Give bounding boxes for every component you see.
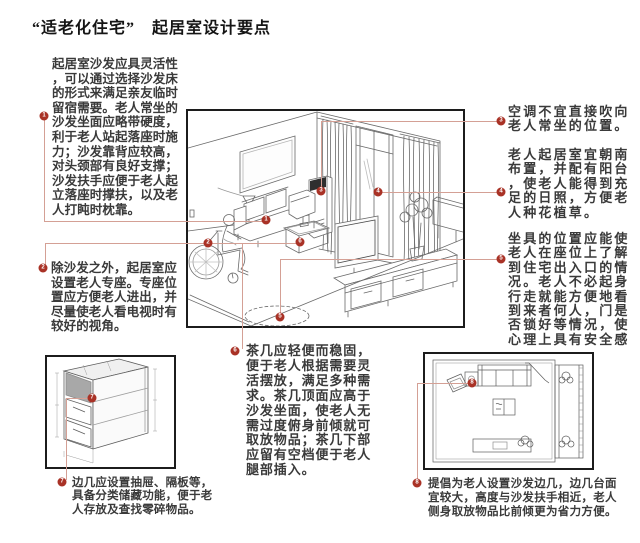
marker-dot-2-text: 2 xyxy=(38,263,48,273)
connector-line-3 xyxy=(321,121,501,122)
note-south-facing: 老人起居室宜朝南 布置，并配有阳台 ，使老人能得到充 足的日照，方便老 人种花植… xyxy=(508,147,630,220)
side-table-illustration xyxy=(55,358,157,464)
marker-dot-1-text: 1 xyxy=(39,111,49,121)
connector-line-1 xyxy=(44,221,266,222)
note-tea-table: 茶几应轻便而稳固， 便于老人根据需要灵 活摆放，满足多种需 求。茶几顶面应高于 … xyxy=(246,343,372,478)
connector-line-7 xyxy=(66,398,92,399)
connector-line-5 xyxy=(280,259,501,260)
marker-dot-6-teatable: 6 xyxy=(295,237,305,247)
sofa xyxy=(233,186,316,248)
floor-edges xyxy=(188,238,463,326)
connector-line-3 xyxy=(321,121,322,191)
plan-plants xyxy=(517,371,575,448)
marker-dot-3-ac: 3 xyxy=(316,186,326,196)
connector-line-5 xyxy=(280,259,281,317)
tv xyxy=(334,215,379,278)
note-sofa-flexibility: 起居室沙发应具灵活性 ，可以通过选择沙发床 的形式来满足亲友临时 留宿需要。老人… xyxy=(52,57,179,217)
plan-coffee-table xyxy=(492,398,516,416)
wall-switch xyxy=(189,209,195,218)
balcony-door xyxy=(355,125,394,258)
floorplan-illustration xyxy=(432,359,584,463)
connector-line-2 xyxy=(45,243,300,244)
marker-dot-2-wheelchair: 2 xyxy=(203,238,213,248)
marker-dot-8-plantable: 8 xyxy=(467,378,477,388)
note-sofa-side-table: 提倡为老人设置沙发边几，边几台面 宜较大，高度与沙发扶手相近，老人 侧身取放物品… xyxy=(428,478,617,518)
marker-dot-7-text: 7 xyxy=(57,477,67,487)
marker-dot-8-text: 8 xyxy=(412,478,422,488)
potted-plant xyxy=(399,191,433,262)
plan-sofa xyxy=(477,364,532,387)
side-table-drawing-frame xyxy=(45,355,176,469)
room-drawing-frame xyxy=(186,109,465,328)
connector-line-6 xyxy=(242,243,243,349)
connector-line-2 xyxy=(45,243,46,268)
whiteboard xyxy=(239,135,296,194)
connector-line-8 xyxy=(417,383,472,384)
plan-door xyxy=(525,362,550,384)
connector-line-8 xyxy=(417,383,418,481)
connector-line-7 xyxy=(66,398,67,480)
curtain-right xyxy=(399,133,441,270)
marker-dot-6-text: 6 xyxy=(230,346,240,356)
marker-dot-5-seatspot: 5 xyxy=(275,312,285,322)
plan-walls xyxy=(432,359,556,463)
floorplan-drawing-frame xyxy=(423,352,594,470)
note-dedicated-seat: 除沙发之外，起居室应 设置老人专座。专座位 置应方便老人进出，并 尽量使老人看电… xyxy=(51,261,178,334)
plan-armchair xyxy=(446,373,468,393)
marker-dot-4-balcony: 4 xyxy=(373,187,383,197)
side-counter xyxy=(432,196,463,243)
cabinet-body xyxy=(62,358,149,450)
seat-position-dashed-circle xyxy=(244,305,310,326)
marker-dot-4-text: 4 xyxy=(496,187,506,197)
plan-tv-cabinet xyxy=(472,438,532,453)
note-air-conditioner: 空调不宜直接吹向 老人常坐的位置。 xyxy=(508,104,630,134)
dimension-lines xyxy=(55,360,157,464)
marker-dot-7-cabinet: 7 xyxy=(87,393,97,403)
marker-dot-5-text: 5 xyxy=(496,254,506,264)
note-seat-position: 坐具的位置应能使 老人在座位上了解 到住宅出入口的情 况。老人不必起身 行走就能… xyxy=(508,231,630,347)
note-side-table-storage: 边几应设置抽屉、隔板等， 具备分类储藏功能，便于老 人存放及查找零碎物品。 xyxy=(72,477,213,516)
marker-dot-3-text: 3 xyxy=(496,116,506,126)
page-title: “适老化住宅” 起居室设计要点 xyxy=(32,20,272,37)
connector-line-1 xyxy=(44,116,45,221)
wheelchair-with-person xyxy=(188,214,249,284)
marker-dot-1-sofa: 1 xyxy=(261,215,271,225)
room-illustration xyxy=(188,111,463,326)
connector-line-4 xyxy=(378,192,501,193)
